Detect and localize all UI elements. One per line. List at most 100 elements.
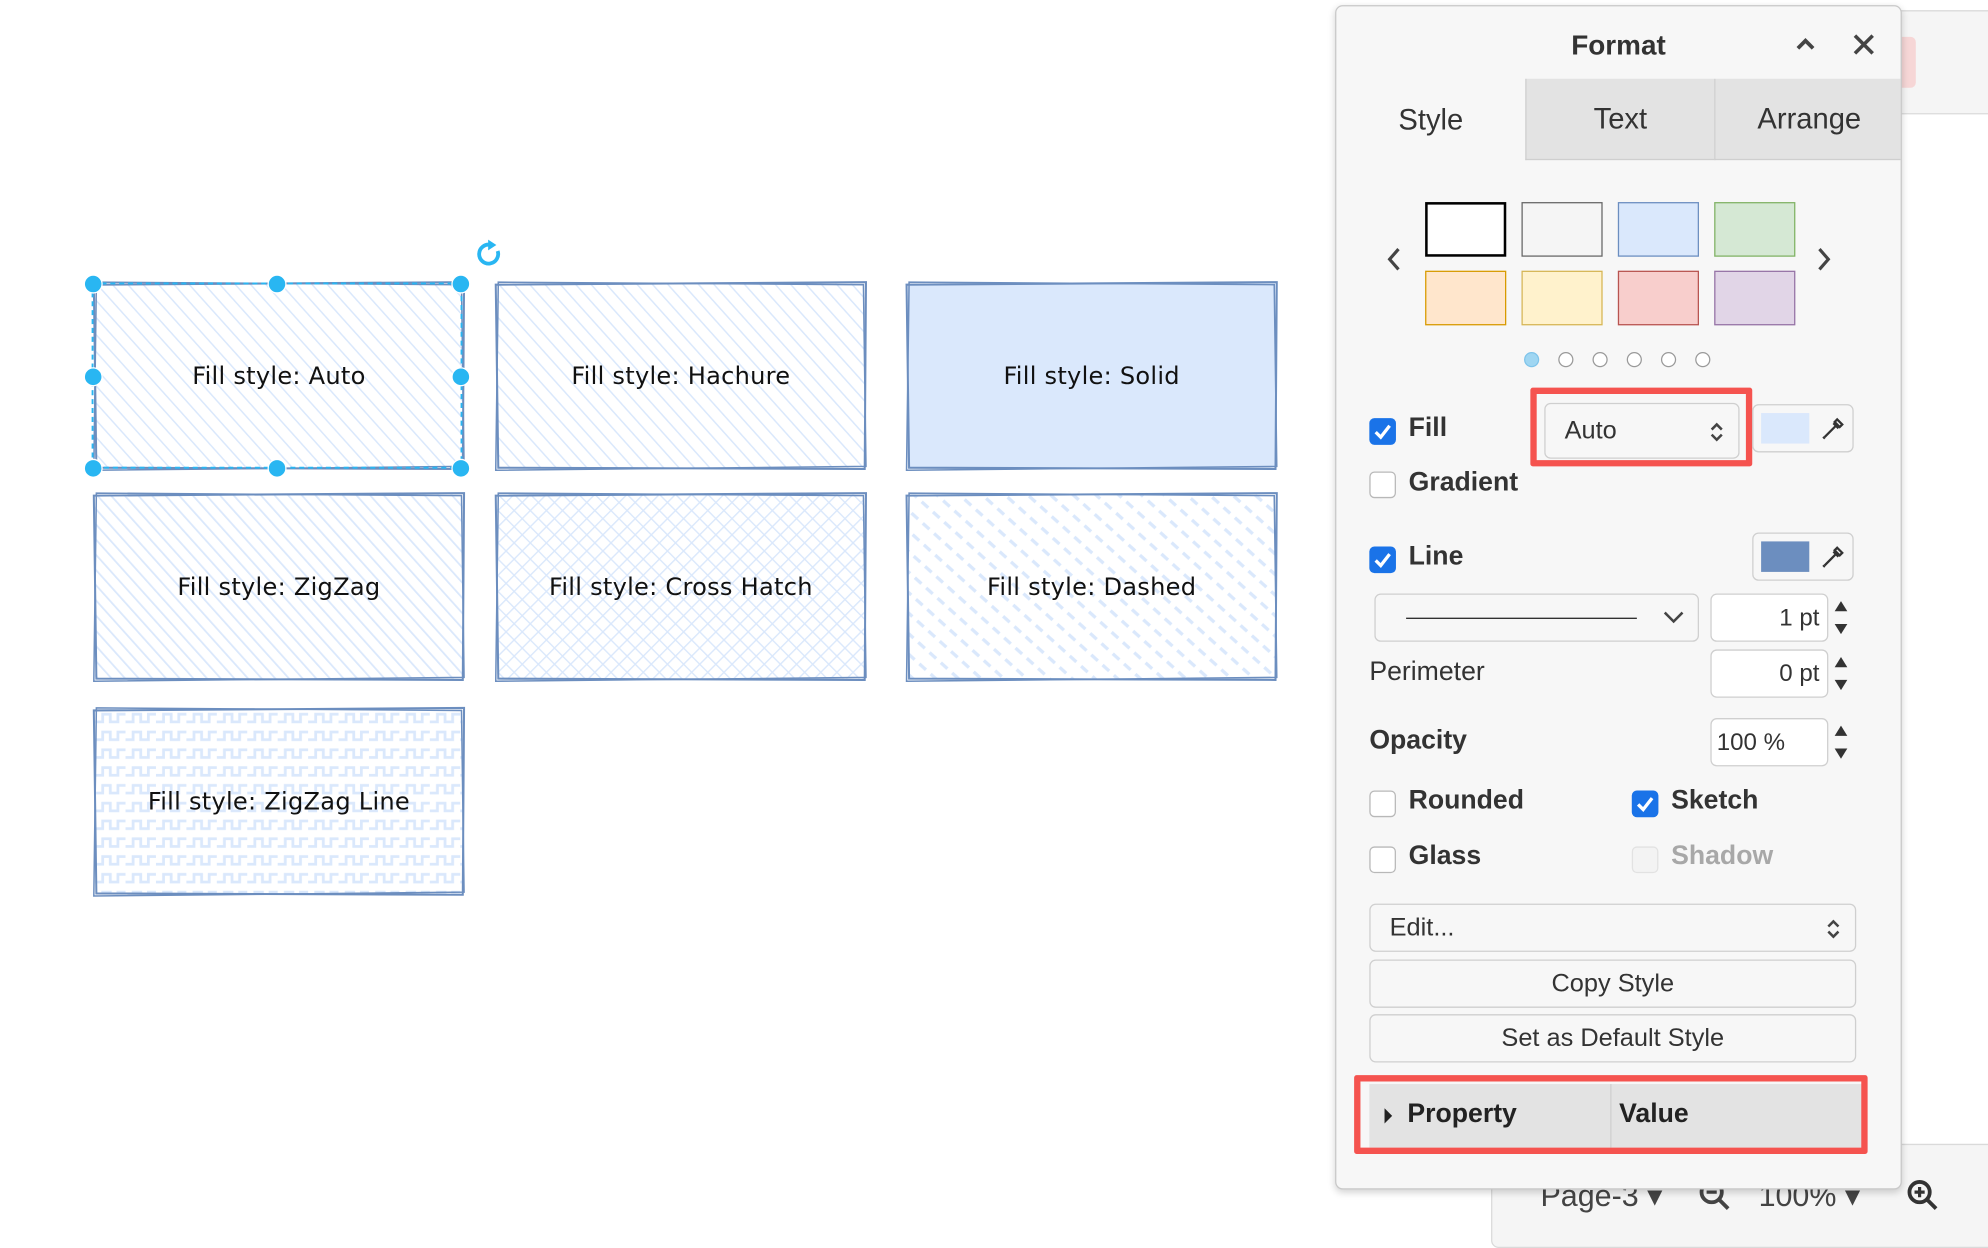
shape-dashed[interactable]: Fill style: Dashed (905, 492, 1278, 682)
shape-graphic (905, 492, 1278, 682)
shape-fill (497, 283, 865, 468)
zoom-in-icon[interactable] (1906, 1178, 1939, 1220)
shape-fill (907, 283, 1276, 468)
shape-auto[interactable]: Fill style: Auto (91, 281, 466, 472)
style-swatch[interactable] (1714, 270, 1796, 326)
gradient-checkbox[interactable] (1369, 471, 1396, 499)
eyedropper-icon (1822, 417, 1844, 440)
close-icon[interactable] (1846, 27, 1882, 63)
sketch-label: Sketch (1671, 785, 1759, 815)
column-divider (1610, 1084, 1612, 1148)
rotate-icon[interactable] (474, 239, 504, 270)
shape-outline (905, 281, 1278, 470)
line-color-picker[interactable] (1752, 532, 1854, 581)
style-swatch[interactable] (1617, 202, 1699, 257)
highlight-property-table (1354, 1075, 1868, 1154)
edit-style-select[interactable]: Edit... (1369, 903, 1857, 952)
resize-handle-ne[interactable] (450, 273, 470, 293)
property-table-header[interactable]: Property Value (1369, 1084, 1864, 1148)
panel-tabs: Style Text Arrange (1336, 78, 1901, 162)
style-swatch[interactable] (1425, 202, 1507, 257)
shape-solid[interactable]: Fill style: Solid (905, 281, 1278, 472)
shape-outline-sketch (905, 492, 1278, 682)
shape-cross-hatch[interactable]: Fill style: Cross Hatch (494, 492, 867, 682)
copy-style-button[interactable]: Copy Style (1369, 959, 1857, 1008)
fill-style-value: Auto (1564, 416, 1617, 445)
resize-handle-se[interactable] (450, 458, 470, 478)
shape-graphic (92, 706, 466, 897)
shape-fill (95, 283, 463, 468)
sketch-checkbox[interactable] (1631, 790, 1659, 818)
line-width-value: 1 pt (1779, 604, 1820, 632)
resize-handle-s[interactable] (266, 458, 286, 478)
shape-graphic (494, 492, 867, 682)
value-column-header: Value (1619, 1099, 1689, 1129)
style-swatch[interactable] (1521, 270, 1603, 326)
line-width-stepper[interactable] (1828, 595, 1853, 641)
resize-handle-n[interactable] (266, 273, 286, 293)
shape-fill (95, 494, 463, 679)
pager-dot[interactable] (1695, 352, 1711, 368)
fill-color-swatch (1761, 413, 1810, 444)
style-swatch[interactable] (1714, 202, 1796, 257)
line-width-input[interactable]: 1 pt (1710, 593, 1829, 642)
format-panel: Format Style Text Arrange Fill Auto (1335, 5, 1902, 1190)
resize-handle-sw[interactable] (83, 458, 103, 478)
line-color-swatch (1761, 541, 1810, 572)
opacity-stepper[interactable] (1828, 719, 1853, 765)
shape-outline (92, 706, 466, 896)
tab-style[interactable]: Style (1336, 78, 1526, 161)
chevron-right-icon[interactable] (1811, 243, 1836, 276)
shape-zigzag-line[interactable]: Fill style: ZigZag Line (92, 706, 466, 897)
pager-dot[interactable] (1558, 352, 1574, 368)
pager-dot[interactable] (1660, 352, 1677, 368)
shape-outline-sketch (494, 281, 867, 472)
tab-text[interactable]: Text (1525, 78, 1715, 161)
shape-fill (497, 494, 865, 679)
shape-fill (95, 709, 463, 894)
glass-checkbox[interactable] (1369, 846, 1396, 874)
edit-select-value: Edit... (1389, 913, 1455, 942)
resize-handle-nw[interactable] (83, 273, 103, 293)
fill-color-picker[interactable] (1752, 404, 1854, 453)
resize-handle-w[interactable] (83, 366, 103, 386)
chevron-up-icon[interactable] (1788, 27, 1824, 63)
shape-outline-sketch (494, 492, 867, 682)
shape-graphic (92, 492, 466, 682)
expand-arrow-icon[interactable] (1382, 1106, 1395, 1126)
updown-icon (1827, 919, 1840, 939)
fill-checkbox[interactable] (1369, 418, 1396, 445)
fill-label: Fill (1408, 413, 1448, 443)
shape-outline-sketch (905, 281, 1278, 472)
rounded-checkbox[interactable] (1369, 790, 1396, 818)
fill-style-select[interactable]: Auto (1544, 402, 1740, 459)
pager-dot[interactable] (1626, 352, 1642, 368)
tab-arrange[interactable]: Arrange (1714, 78, 1901, 161)
panel-title: Format (1571, 29, 1666, 62)
perimeter-stepper[interactable] (1828, 651, 1853, 697)
solid-line-preview (1406, 617, 1637, 619)
pager-dot[interactable] (1524, 352, 1540, 368)
resize-handle-e[interactable] (450, 366, 470, 386)
gradient-label: Gradient (1408, 467, 1519, 497)
shape-fill (907, 494, 1276, 679)
shape-hachure[interactable]: Fill style: Hachure (494, 281, 867, 472)
line-pattern-select[interactable] (1374, 593, 1699, 642)
set-default-style-button[interactable]: Set as Default Style (1369, 1014, 1857, 1063)
shape-outline-sketch (93, 492, 465, 682)
line-checkbox[interactable] (1369, 546, 1396, 574)
pager-dot[interactable] (1592, 352, 1608, 368)
opacity-input[interactable]: 100 % (1710, 718, 1829, 767)
shadow-checkbox (1631, 846, 1659, 874)
style-swatch[interactable] (1425, 270, 1507, 326)
chevron-left-icon[interactable] (1382, 243, 1407, 276)
shadow-label: Shadow (1671, 841, 1774, 871)
opacity-label: Opacity (1369, 725, 1467, 755)
style-swatch[interactable] (1521, 202, 1603, 257)
updown-icon (1710, 422, 1723, 442)
style-swatch[interactable] (1617, 270, 1699, 326)
perimeter-input[interactable]: 0 pt (1710, 649, 1829, 698)
shape-zigzag[interactable]: Fill style: ZigZag (92, 492, 466, 682)
